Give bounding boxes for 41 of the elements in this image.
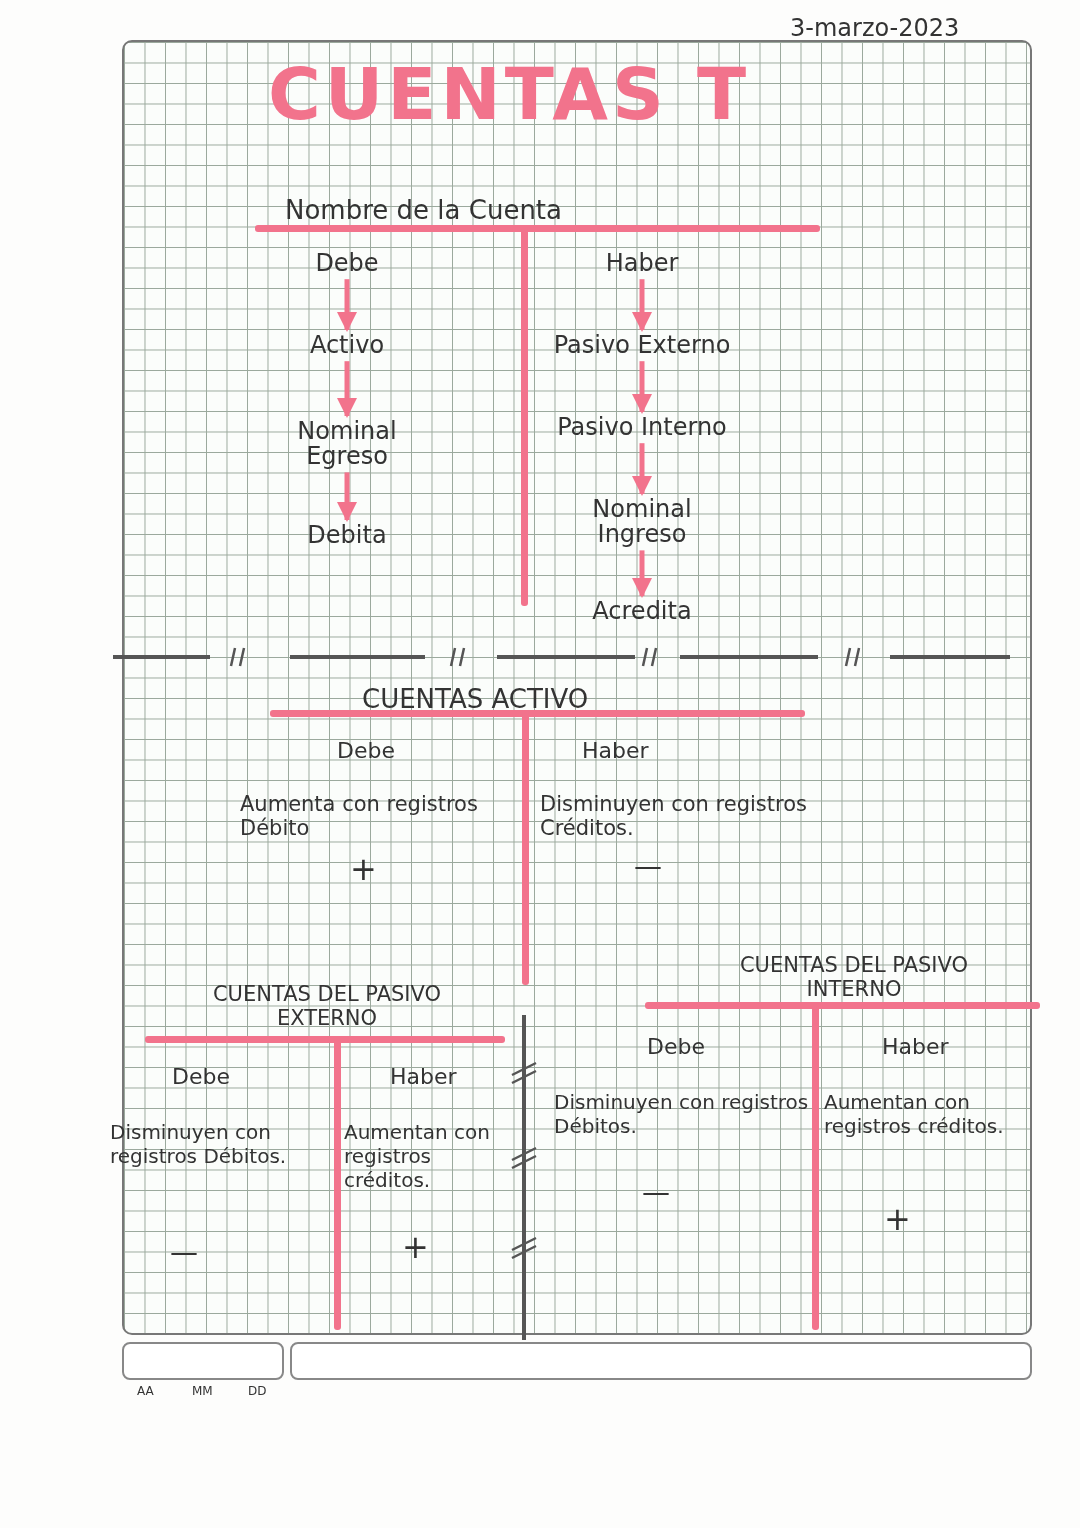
account-type-text: Debita (275, 522, 419, 550)
account-type-text: Haber (585, 250, 699, 278)
handwritten-label: CUENTAS DEL PASIVO INTERNO (738, 953, 970, 1001)
account-type-text: Nominal Ingreso (560, 496, 724, 549)
handwritten-label: + (401, 1228, 430, 1266)
handwritten-label: Aumenta con registros Débito (239, 792, 479, 840)
handwritten-label: 3-marzo-2023 (789, 14, 961, 42)
handwritten-label: Haber (389, 1064, 458, 1089)
account-type-text: Debe (285, 250, 409, 278)
handwritten-label: MM (191, 1384, 214, 1398)
handwritten-label: AA (136, 1384, 155, 1398)
arrow (632, 279, 652, 332)
handwritten-label: + (883, 1200, 912, 1238)
arrow (632, 443, 652, 496)
handwritten-label: — (633, 850, 663, 883)
handwritten-label: CUENTAS ACTIVO (361, 684, 590, 714)
handwritten-label: Disminuyen con registros Débitos. (553, 1090, 810, 1138)
handwritten-label: Debe (336, 738, 396, 763)
arrow (632, 361, 652, 414)
handwritten-label: Aumentan con registros créditos. (343, 1120, 491, 1192)
handwritten-label: Aumentan con registros créditos. (823, 1090, 1005, 1138)
arrow (337, 361, 357, 418)
handwritten-label: Debe (646, 1034, 706, 1059)
account-type-text: Pasivo Interno (510, 414, 774, 442)
arrow (337, 279, 357, 332)
handwritten-label: Haber (881, 1034, 950, 1059)
arrow (337, 472, 357, 522)
handwritten-label: + (349, 850, 378, 888)
handwritten-label: — (169, 1236, 199, 1269)
handwritten-label: CUENTAS DEL PASIVO EXTERNO (211, 982, 443, 1030)
account-type-text: Acredita (565, 598, 719, 626)
handwritten-label: DD (247, 1384, 268, 1398)
account-type-text: Nominal Egreso (275, 418, 419, 471)
account-type-text: Activo (285, 332, 409, 360)
handwritten-label: Debe (171, 1064, 231, 1089)
handwritten-label: — (641, 1176, 671, 1209)
handwritten-label: Haber (581, 738, 650, 763)
handwritten-label: Nombre de la Cuenta (284, 195, 563, 225)
account-type-text: Pasivo Externo (515, 332, 769, 360)
arrow (632, 550, 652, 598)
handwritten-label: Disminuyen con registros Créditos. (539, 792, 808, 840)
